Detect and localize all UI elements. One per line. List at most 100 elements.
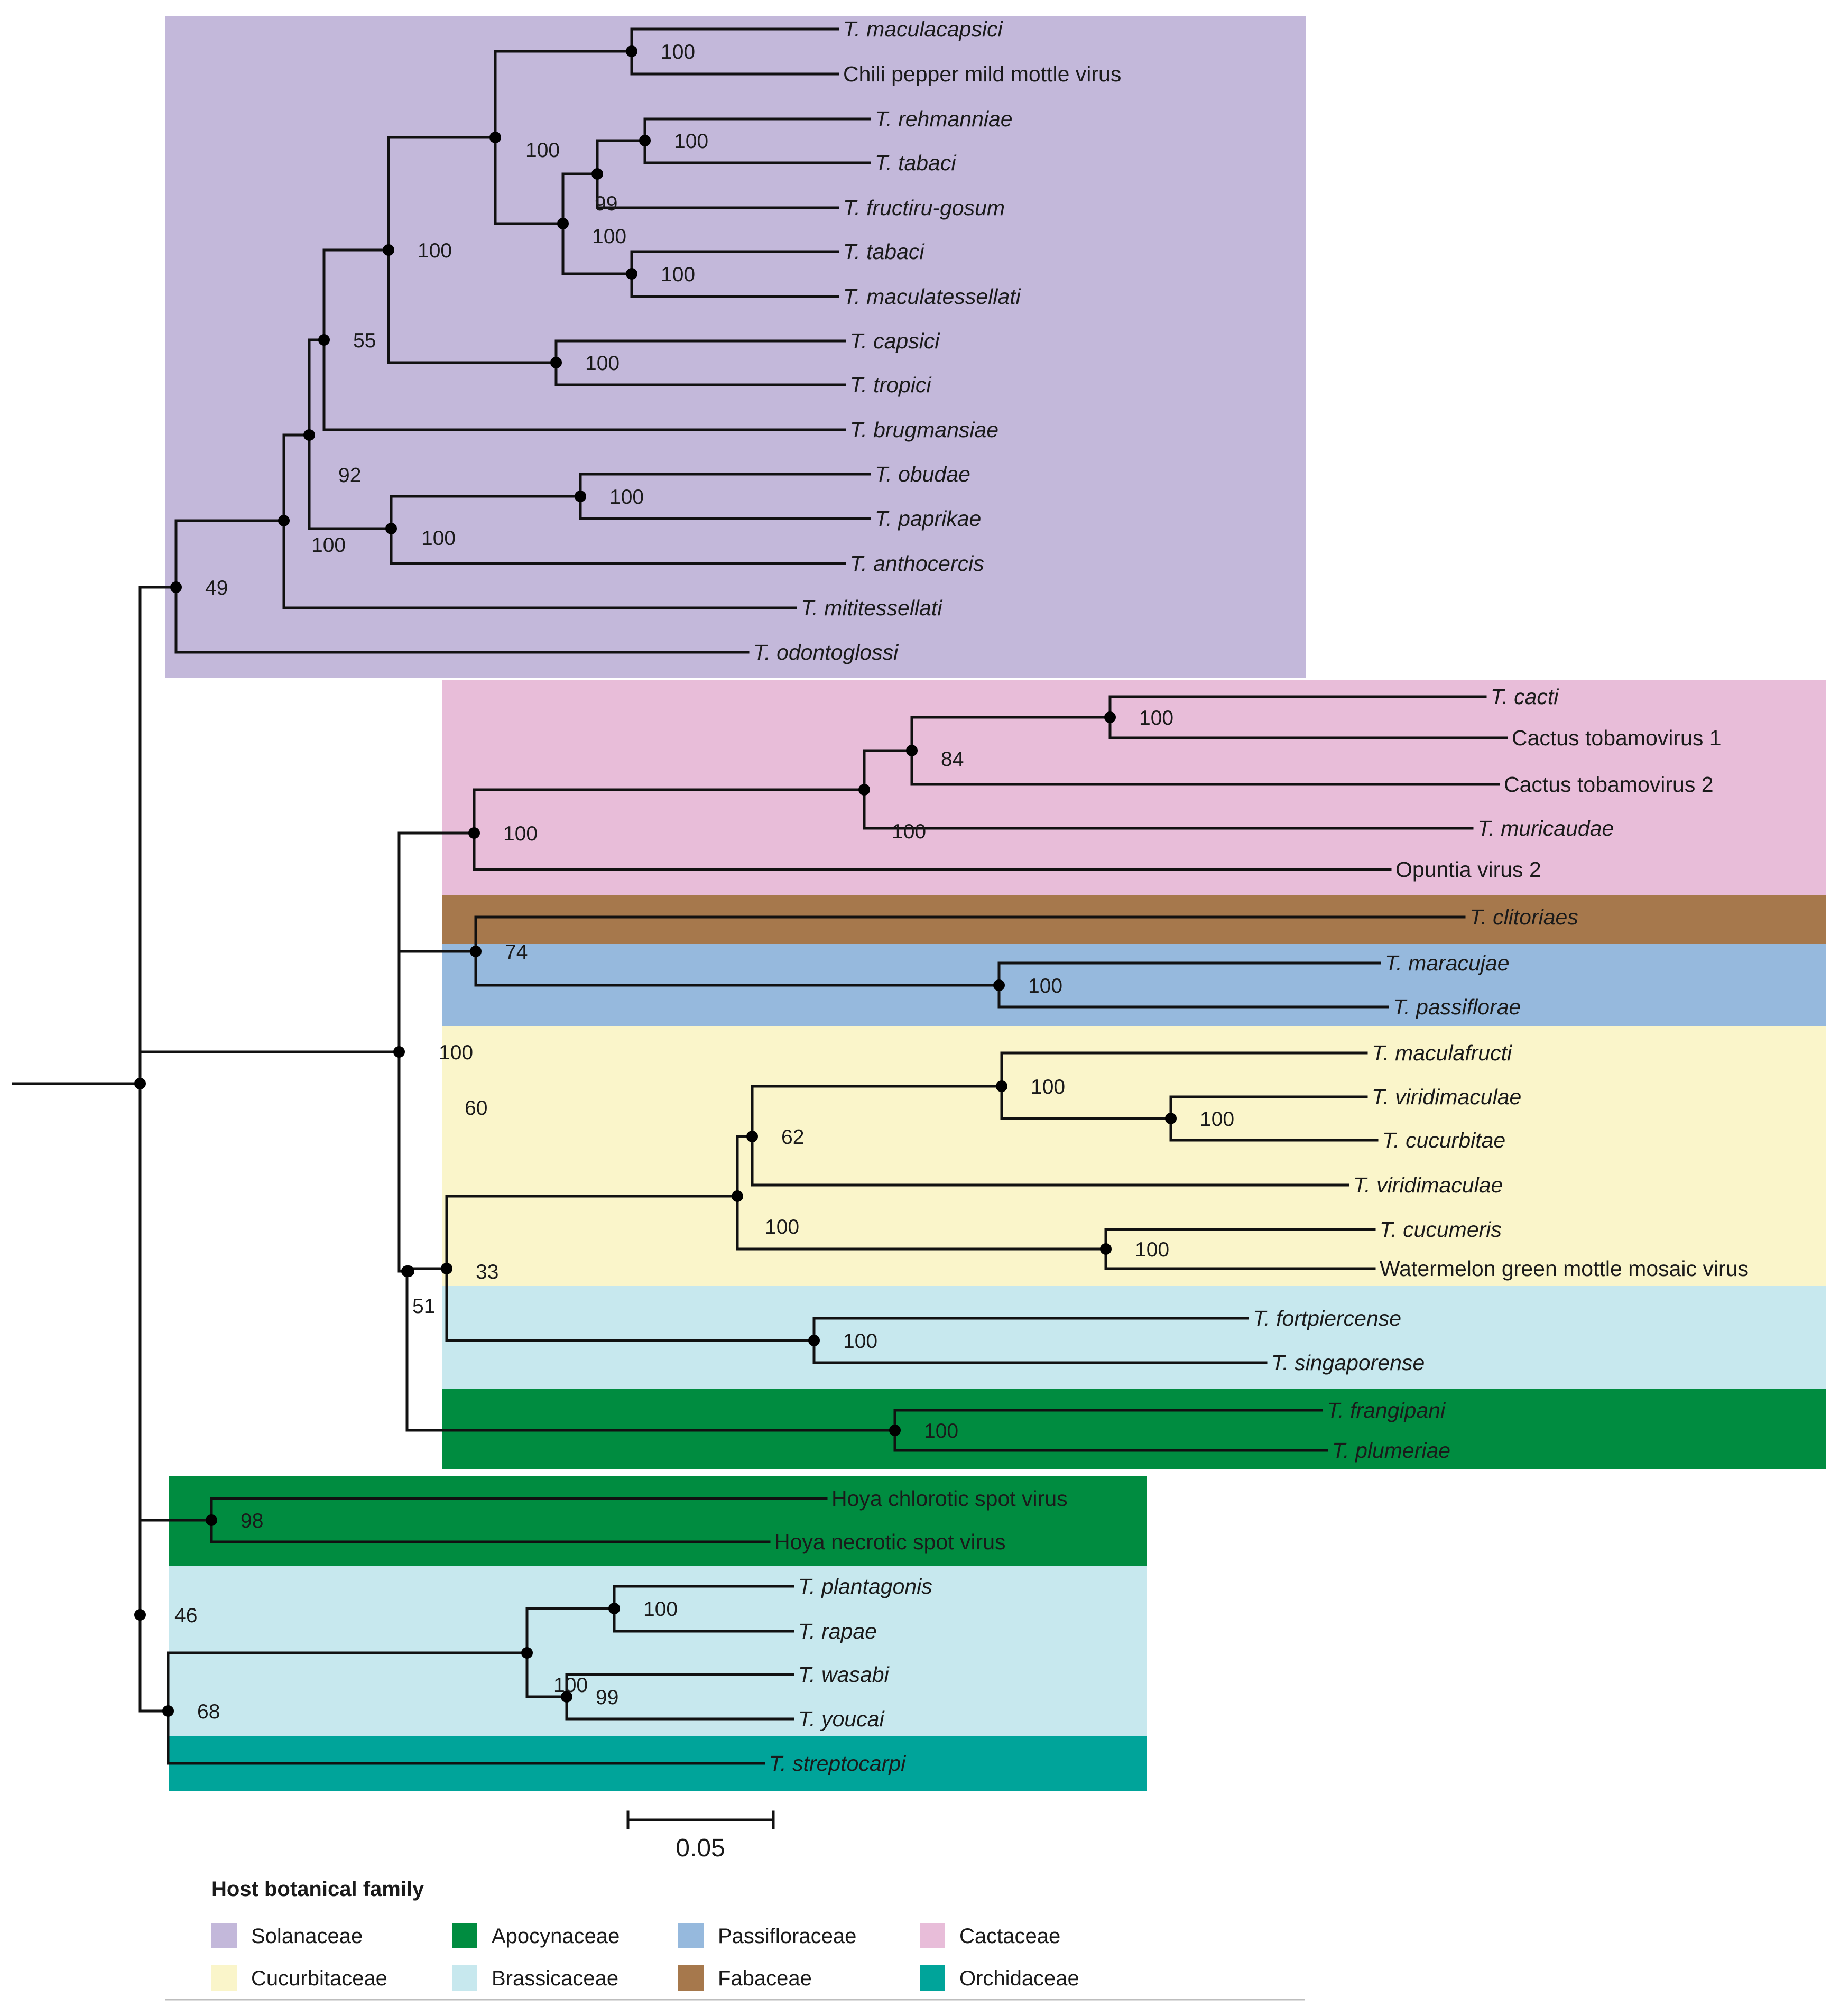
legend-label-brassicaceae: Brassicaceae — [492, 1967, 618, 1990]
tip-label-frangipani: T. frangipani — [1327, 1398, 1446, 1422]
support-value-n_mara_pass: 100 — [1028, 975, 1062, 997]
tip-label-cactus1: Cactus tobamovirus 1 — [1512, 726, 1722, 750]
legend-label-apocynaceae: Apocynaceae — [492, 1925, 620, 1948]
node-n_sol_root — [170, 581, 182, 593]
support-value-n_macula_sol: 100 — [525, 139, 560, 162]
support-value-n_plus_brug: 55 — [353, 329, 376, 352]
node-n_cact_ct2 — [906, 745, 918, 756]
node-n_sol_inner — [557, 218, 569, 229]
support-value-n_cuc_bras_fab: 60 — [465, 1097, 487, 1120]
tip-label-hoya_chlorotic: Hoya chlorotic spot virus — [831, 1486, 1068, 1511]
tip-label-obudae: T. obudae — [875, 462, 970, 486]
support-value-n_bras_orch: 68 — [197, 1700, 220, 1723]
support-value-n_caps_trop: 100 — [585, 352, 620, 375]
legend-swatch-orchidaceae — [920, 1965, 945, 1991]
support-value-n_macfr: 100 — [1031, 1076, 1065, 1098]
tip-label-clitoriaes: T. clitoriaes — [1469, 905, 1578, 929]
tip-label-anthocercis: T. anthocercis — [850, 551, 984, 576]
tip-label-rapae: T. rapae — [798, 1619, 877, 1643]
support-value-n_hoya: 98 — [241, 1510, 263, 1532]
legend-swatch-cucurbitaceae — [211, 1965, 237, 1991]
node-n_fab_pass — [470, 946, 482, 957]
support-value-n_brug_ob: 92 — [338, 464, 361, 487]
host-family-background-blocks — [165, 16, 1826, 1791]
support-value-n_viri_cucur: 100 — [1200, 1108, 1234, 1131]
clade-block-fabaceae — [442, 895, 1826, 944]
node-n_ob_anth — [385, 523, 397, 534]
tip-label-rehmanniae: T. rehmanniae — [875, 107, 1013, 131]
tree-branches — [12, 27, 1508, 1765]
tip-label-brugmansiae: T. brugmansiae — [850, 418, 998, 442]
node-n_cuc_bras — [441, 1263, 452, 1274]
support-value-n_cact_root: 100 — [503, 822, 538, 845]
node-n_macfr — [996, 1080, 1007, 1092]
support-value-n_bras: 100 — [553, 1674, 588, 1697]
tip-label-maculafructi: T. maculafructi — [1372, 1041, 1513, 1065]
clade-block-brassicaceae — [442, 1286, 1826, 1389]
node-n_bras — [521, 1647, 533, 1659]
tip-label-chili: Chili pepper mild mottle virus — [843, 62, 1121, 86]
support-value-n_cact_mur: 100 — [892, 820, 926, 843]
support-value-n_with_apoc: 51 — [412, 1295, 435, 1318]
tip-label-tropici: T. tropici — [850, 373, 932, 397]
support-value-n_top_group: 100 — [418, 239, 452, 262]
support-value-n_cucum_water: 100 — [1135, 1238, 1169, 1261]
node-n_cuc_a — [746, 1131, 758, 1142]
node-n_viri_cucur — [1165, 1113, 1177, 1124]
node-n_cacti_ct1 — [1104, 711, 1116, 723]
node-n_rehm_fruct — [591, 168, 603, 180]
node-n_bottom — [134, 1609, 146, 1621]
support-value-n_wasabi_youcai: 99 — [596, 1686, 618, 1709]
scale-bar-label: 0.05 — [676, 1834, 725, 1862]
tree-nodes — [134, 45, 1177, 1717]
support-value-n_ob_anth: 100 — [421, 527, 456, 550]
node-n_cucum_water — [1100, 1243, 1112, 1255]
support-value-n_rehm_tab: 100 — [674, 130, 708, 153]
tip-label-paprikae: T. paprikae — [875, 506, 981, 531]
tip-label-plantagonis: T. plantagonis — [798, 1574, 932, 1598]
legend-label-orchidaceae: Orchidaceae — [959, 1967, 1079, 1990]
tip-label-cucurbitae: T. cucurbitae — [1382, 1128, 1505, 1152]
legend-swatch-passifloraceae — [678, 1923, 704, 1948]
support-value-n_sol_inner: 100 — [592, 225, 626, 248]
node-n_hoya — [206, 1514, 217, 1526]
legend-label-passifloraceae: Passifloraceae — [718, 1925, 856, 1948]
support-value-n_sol_root: 49 — [205, 577, 228, 599]
tip-label-tabaci1: T. tabaci — [875, 151, 957, 175]
node-n_fort_sing — [808, 1335, 820, 1346]
clade-block-cactaceae — [442, 680, 1826, 895]
support-value-n_cacti_ct1: 100 — [1139, 707, 1173, 729]
node-n_sol_mit — [278, 515, 290, 526]
tip-label-maracujae: T. maracujae — [1385, 951, 1510, 975]
tip-label-singaporense: T. singaporense — [1271, 1351, 1425, 1375]
node-n_brug_ob — [303, 429, 315, 441]
legend-label-solanaceae: Solanaceae — [251, 1925, 363, 1948]
tip-label-viridimaculae1: T. viridimaculae — [1372, 1085, 1521, 1109]
tip-label-passiflorae: T. passiflorae — [1393, 995, 1521, 1019]
node-root — [134, 1078, 146, 1089]
node-n_mara_pass — [993, 979, 1005, 991]
node-n_plant_rapae — [608, 1603, 620, 1614]
node-n_middle — [393, 1046, 405, 1058]
tip-label-tabaci2: T. tabaci — [843, 239, 925, 264]
tip-label-youcai: T. youcai — [798, 1707, 885, 1731]
node-n_bras_orch — [162, 1705, 174, 1717]
support-value-n_macula: 100 — [661, 41, 695, 63]
scale-bar: 0.05 — [626, 1810, 775, 1862]
node-n_rehm_tab — [639, 135, 651, 146]
tip-label-viridimaculae2: T. viridimaculae — [1353, 1173, 1503, 1197]
tip-label-cucumeris: T. cucumeris — [1380, 1217, 1502, 1242]
tip-label-wasabi: T. wasabi — [798, 1662, 890, 1687]
node-n_macula_sol — [489, 132, 501, 143]
tip-label-cacti: T. cacti — [1491, 685, 1559, 709]
support-value-n_cact_ct2: 84 — [941, 748, 964, 771]
node-n_cact_root — [468, 827, 480, 839]
node-n_plus_brug — [318, 334, 330, 346]
node-n_obud_pap — [575, 491, 586, 502]
legend-title: Host botanical family — [211, 1878, 424, 1901]
tip-label-opuntia: Opuntia virus 2 — [1395, 857, 1541, 882]
clade-block-apocynaceae — [169, 1476, 1147, 1566]
